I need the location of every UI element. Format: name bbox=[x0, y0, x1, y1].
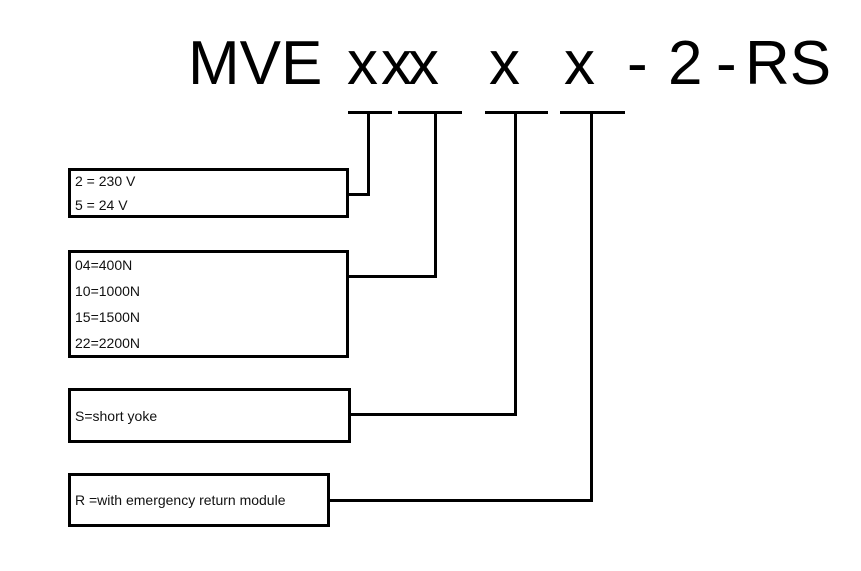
model-code-dash-1: - bbox=[627, 29, 648, 98]
connector-horizontal-force bbox=[349, 275, 437, 278]
legend-text: 04=400N bbox=[75, 257, 133, 273]
connector-vertical-return bbox=[590, 111, 593, 502]
legend-box-emergency-return: R =with emergency return module bbox=[68, 473, 330, 527]
connector-horizontal-yoke bbox=[351, 413, 517, 416]
model-code-digit-return: x bbox=[564, 29, 595, 98]
legend-text: 22=2200N bbox=[75, 335, 141, 351]
model-code-prefix: MVE bbox=[188, 29, 323, 98]
model-code-digit-yoke: x bbox=[489, 29, 520, 98]
tee-bar-force bbox=[398, 111, 462, 114]
model-code-dash-2: - bbox=[716, 29, 737, 98]
model-code-digit-force: xx bbox=[381, 29, 439, 98]
connector-vertical-yoke bbox=[514, 111, 517, 416]
legend-text: 15=1500N bbox=[75, 309, 141, 325]
connector-horizontal-voltage bbox=[349, 193, 370, 196]
legend-box-voltage: 2 = 230 V 5 = 24 V bbox=[68, 168, 349, 218]
connector-vertical-force bbox=[434, 111, 437, 278]
connector-vertical-voltage bbox=[367, 111, 370, 196]
legend-text: S=short yoke bbox=[75, 407, 158, 424]
model-code-digit-series: 2 bbox=[668, 29, 703, 98]
legend-text: R =with emergency return module bbox=[75, 492, 286, 508]
legend-text: 5 = 24 V bbox=[75, 197, 128, 213]
legend-text: 10=1000N bbox=[75, 283, 141, 299]
legend-box-yoke: S=short yoke bbox=[68, 388, 351, 443]
model-code-suffix-rs: RS bbox=[745, 29, 832, 98]
legend-box-force: 04=400N 10=1000N 15=1500N 22=2200N bbox=[68, 250, 349, 358]
model-code-digit-voltage: x bbox=[347, 29, 378, 98]
connector-horizontal-return bbox=[330, 499, 593, 502]
tee-bar-voltage bbox=[348, 111, 392, 114]
legend-text: 2 = 230 V bbox=[75, 173, 136, 189]
